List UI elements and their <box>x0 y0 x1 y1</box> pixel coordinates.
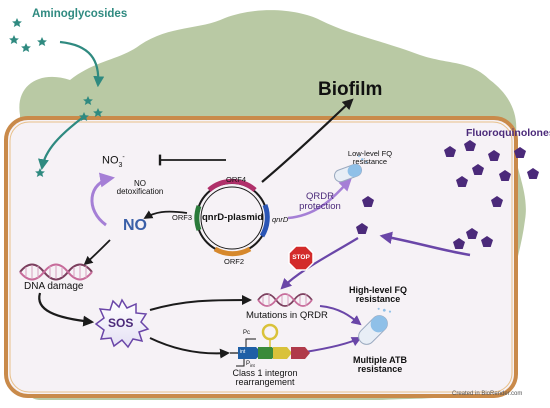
fluoroquinolone-icon <box>444 146 456 157</box>
orf2-segment <box>213 246 252 257</box>
pint-label: Pint <box>246 361 255 369</box>
plasmid-to-biofilm-arrow <box>261 98 354 183</box>
sos-to-integron-arrow <box>149 337 230 359</box>
dna-to-sos-arrow <box>38 292 95 327</box>
qnrd-segment <box>259 204 270 238</box>
aminoglycosides-label: Aminoglycosides <box>32 8 128 20</box>
sos-to-mutations-arrow <box>149 295 252 311</box>
gene-cassette-2 <box>273 347 292 359</box>
aminoglycoside-icon <box>21 43 31 52</box>
qnrd-to-pill-arrow <box>287 178 352 220</box>
fluoroquinolone-icon <box>466 228 478 239</box>
fluoroquinolone-icon <box>362 196 374 207</box>
no-detox-cycle-arrow <box>90 172 115 227</box>
orf4-segment <box>207 178 257 192</box>
fluoroquinolone-icon <box>527 168 539 179</box>
fluoroquinolones-label: Fluoroquinolones <box>466 127 550 139</box>
int-gene <box>238 347 262 359</box>
aminoglycoside-to-dna-arrow <box>38 117 83 171</box>
orf3-label: ORF3 <box>172 213 193 222</box>
high-fq-pill-icon <box>358 307 392 345</box>
gene-cassette-1 <box>258 347 277 359</box>
fluoroquinolone-molecules <box>356 140 539 249</box>
no-label: NO <box>123 217 147 234</box>
gene-cassette-3 <box>291 347 310 359</box>
mutations-label: Mutations in QRDR <box>246 310 328 321</box>
mutations-to-pill-arrow <box>319 305 362 326</box>
qnrd-plasmid <box>194 178 270 257</box>
low-fq-pill-icon <box>333 155 368 183</box>
stop-label: STOP <box>292 254 310 261</box>
pc-label: Pc <box>243 330 251 336</box>
orf2-label: ORF2 <box>224 257 245 266</box>
fluoroquinolone-entry-arrow <box>379 231 471 257</box>
fluoroquinolone-icon <box>453 238 465 249</box>
aminoglycoside-entry-arrow <box>59 40 105 88</box>
fluoroquinolone-icon <box>464 140 476 151</box>
biofilm-label: Biofilm <box>318 79 383 100</box>
fluoroquinolone-icon <box>499 170 511 181</box>
sos-label: SOS <box>108 316 134 330</box>
fluoroquinolone-icon <box>356 223 368 234</box>
no-to-dna-arrow <box>83 239 111 266</box>
fluoroquinolone-icon <box>456 176 468 187</box>
integron-cassette <box>230 323 310 367</box>
fluoroquinolone-icon <box>481 236 493 247</box>
fluoroquinolone-icon <box>514 147 526 158</box>
credit-label: Created in BioRender.com <box>452 391 523 397</box>
aminoglycoside-icon <box>9 35 19 44</box>
fq-to-mutations-arrow <box>280 237 359 290</box>
dna-helix-damage <box>19 263 93 281</box>
int-gene-label: int <box>240 349 246 355</box>
aminoglycoside-icon <box>37 37 47 46</box>
qnrd-label: qnrD <box>272 215 289 224</box>
orf3-segment <box>194 205 202 231</box>
plasmid-label: qnrD-plasmid <box>202 212 264 223</box>
integron-to-pill-arrow <box>304 337 362 353</box>
no3-label: NO3- <box>102 154 125 169</box>
fluoroquinolone-icon <box>488 150 500 161</box>
orf4-label: ORF4 <box>226 175 247 184</box>
aminoglycoside-icon <box>83 96 93 105</box>
stop-sign-icon <box>288 245 314 271</box>
fluoroquinolone-icon <box>491 196 503 207</box>
dna-helix-mutations <box>257 293 313 307</box>
sos-burst <box>94 298 150 349</box>
aminoglycoside-icon <box>93 108 103 117</box>
aminoglycoside-icon <box>35 168 45 177</box>
dna-damage-label: DNA damage <box>24 281 84 292</box>
fluoroquinolone-icon <box>472 164 484 175</box>
orf3-to-no-arrow <box>143 210 188 219</box>
aminoglycoside-icon <box>12 18 22 27</box>
